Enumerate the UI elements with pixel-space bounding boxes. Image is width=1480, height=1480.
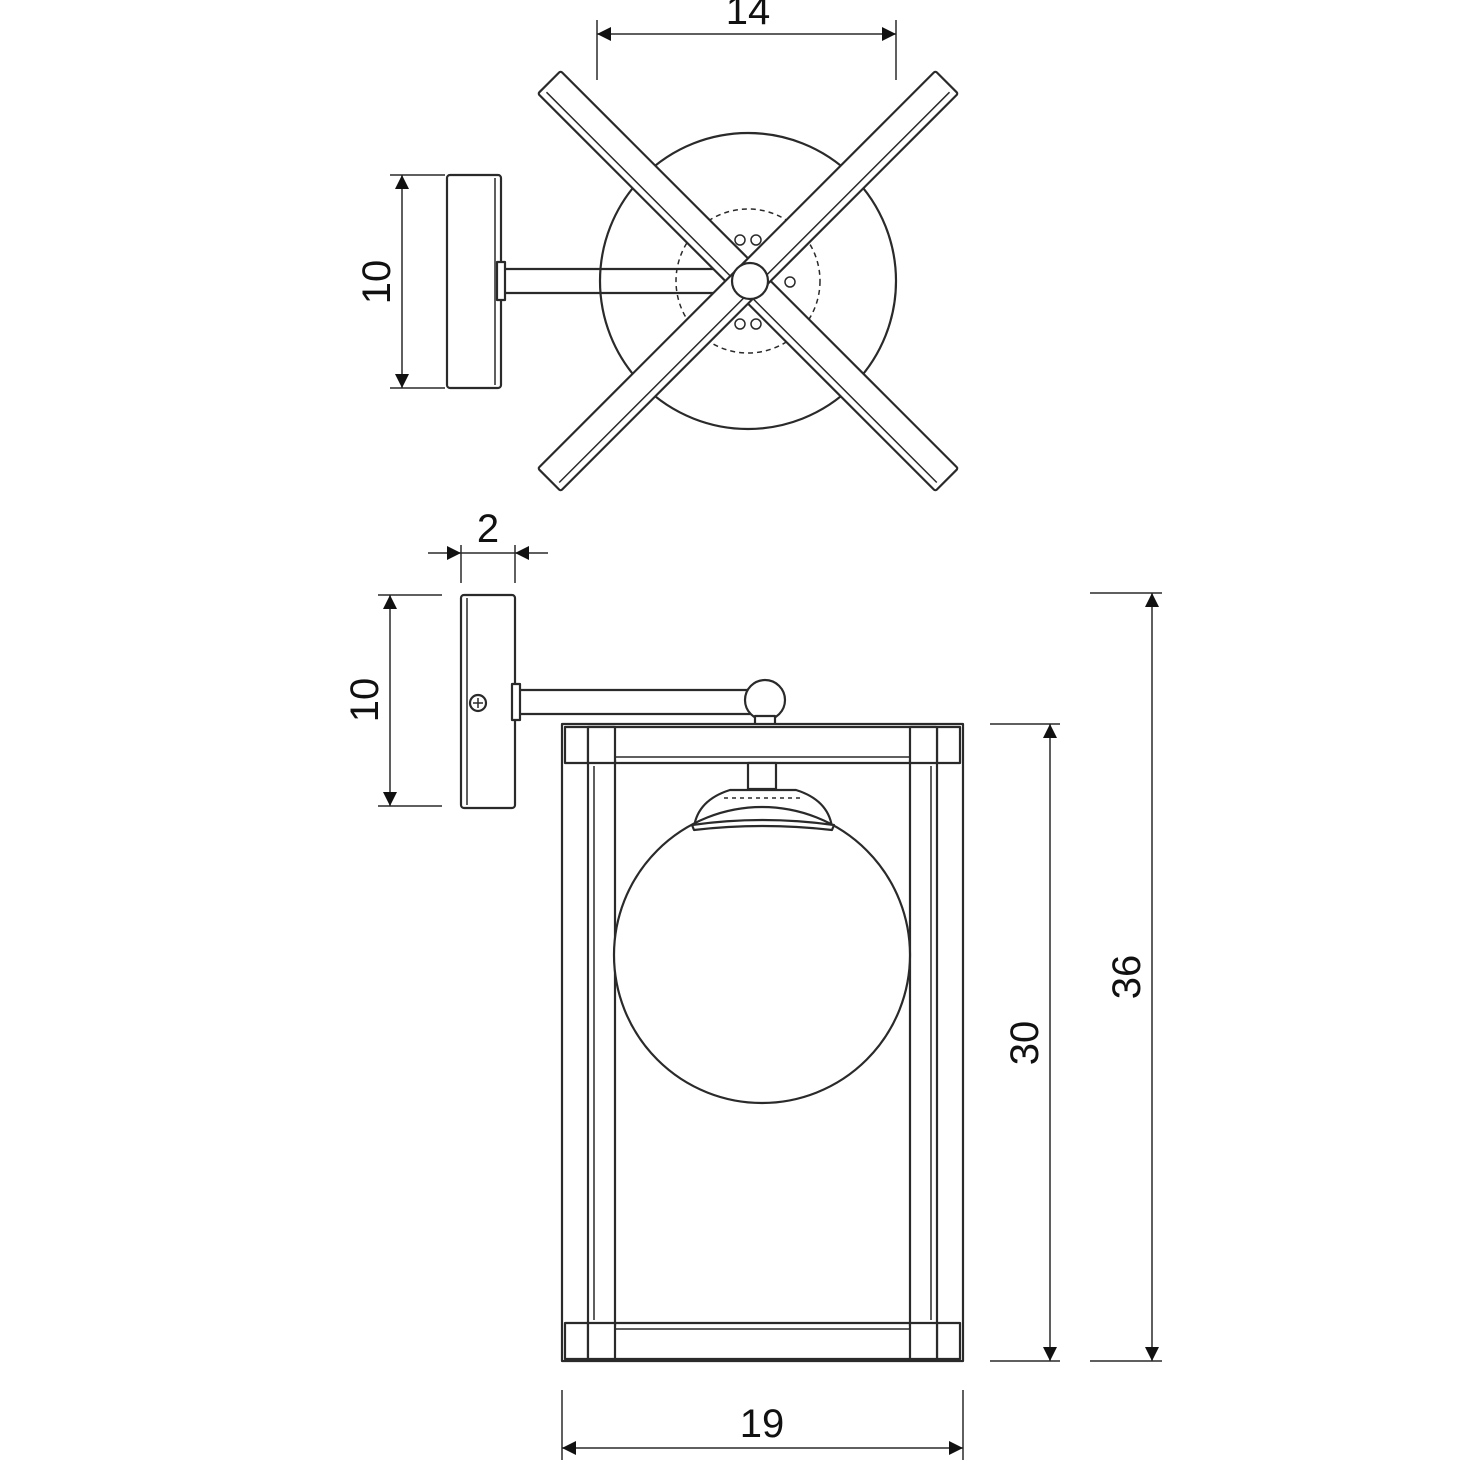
- dim-top-width: 14: [596, 0, 897, 80]
- dim-frame-height: 30: [990, 723, 1060, 1362]
- dim-frame-height-label: 30: [1003, 1021, 1047, 1066]
- top-arm: [499, 267, 753, 295]
- top-center-knob: [730, 261, 770, 301]
- dim-plate-depth: 2: [428, 507, 548, 583]
- top-socket-ring: [675, 208, 821, 354]
- dim-top-plate-height-label: 10: [355, 260, 399, 305]
- frame-left-post: [586, 758, 617, 1328]
- dim-top-plate-height: 10: [355, 174, 445, 389]
- vent-holes: [734, 234, 796, 330]
- dim-plate-depth-label: 2: [477, 507, 499, 551]
- lamp-globe: [612, 805, 912, 1105]
- dim-overall-height-label: 36: [1105, 955, 1149, 1000]
- dim-side-plate-height: 10: [343, 594, 442, 807]
- dim-overall-height: 36: [1090, 592, 1162, 1362]
- side-view: 2 10 30 36 19: [343, 507, 1162, 1460]
- dim-frame-width: 19: [561, 1390, 964, 1460]
- top-wall-plate: [445, 173, 503, 390]
- dim-frame-width-label: 19: [740, 1402, 785, 1446]
- frame-right-post: [908, 758, 939, 1328]
- side-joint-knob: [743, 678, 787, 722]
- top-view: 14 10: [355, 0, 959, 492]
- top-canopy-disc: [598, 131, 898, 431]
- dim-side-plate-height-label: 10: [343, 678, 387, 723]
- lamp-stem: [746, 761, 778, 791]
- dim-top-width-label: 14: [726, 0, 771, 33]
- side-arm: [513, 688, 767, 716]
